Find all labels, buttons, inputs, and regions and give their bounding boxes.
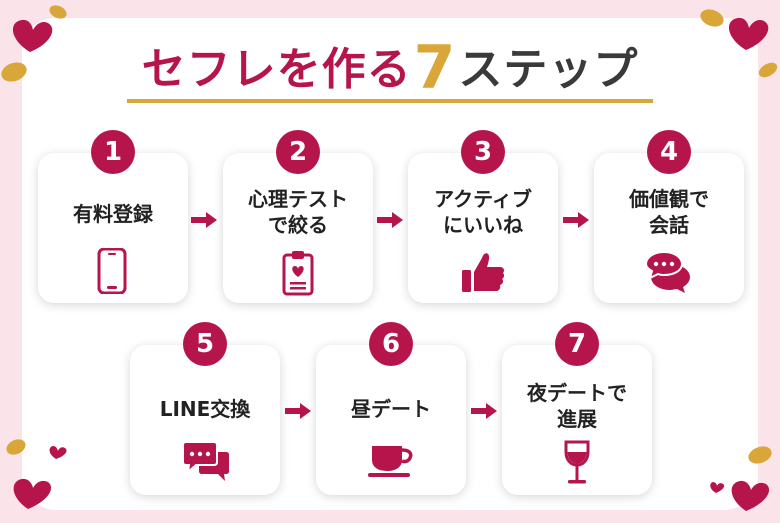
message-bubbles-icon [182, 441, 229, 481]
title-part-1: セフレを作る [141, 44, 412, 95]
heart-bean-decoration-bottom-left [6, 439, 67, 509]
step-label-3: アクティブ にいいね [434, 187, 532, 237]
step-badge-6: 6 [369, 322, 413, 366]
title-part-2: ステップ [458, 44, 639, 95]
step-label-5: LINE交換 [159, 397, 251, 421]
step-card-2 [223, 153, 373, 303]
arrow-right-icon [471, 403, 497, 419]
step-label-6: 昼デート [351, 397, 431, 421]
step-badge-2: 2 [276, 130, 320, 174]
arrow-right-icon [191, 212, 217, 228]
heart-bean-decoration-bottom-right [710, 446, 772, 511]
smartphone-icon [97, 248, 127, 294]
page-title: セフレを作る7ステップ [0, 38, 780, 100]
clipboard-heart-icon [282, 251, 314, 296]
step-badge-3: 3 [461, 130, 505, 174]
title-underline [127, 99, 653, 103]
chat-bubbles-icon [644, 250, 690, 293]
step-card-1 [38, 153, 188, 303]
step-label-7: 夜デートで 進展 [527, 381, 627, 431]
wine-glass-icon [564, 440, 590, 484]
title-number: 7 [413, 33, 457, 103]
heart-bean-decoration-top-left [1, 5, 67, 82]
step-badge-5: 5 [183, 322, 227, 366]
arrow-right-icon [285, 403, 311, 419]
arrow-right-icon [377, 212, 403, 228]
step-label-2: 心理テスト で絞る [248, 187, 348, 237]
arrow-right-icon [563, 212, 589, 228]
step-badge-7: 7 [555, 322, 599, 366]
coffee-cup-icon [368, 446, 413, 477]
step-badge-1: 1 [91, 130, 135, 174]
step-badge-4: 4 [647, 130, 691, 174]
step-label-4: 価値観で 会話 [629, 187, 709, 237]
thumbs-up-icon [462, 253, 505, 292]
heart-bean-decoration-top-right [700, 9, 778, 78]
step-label-1: 有料登録 [73, 202, 153, 226]
